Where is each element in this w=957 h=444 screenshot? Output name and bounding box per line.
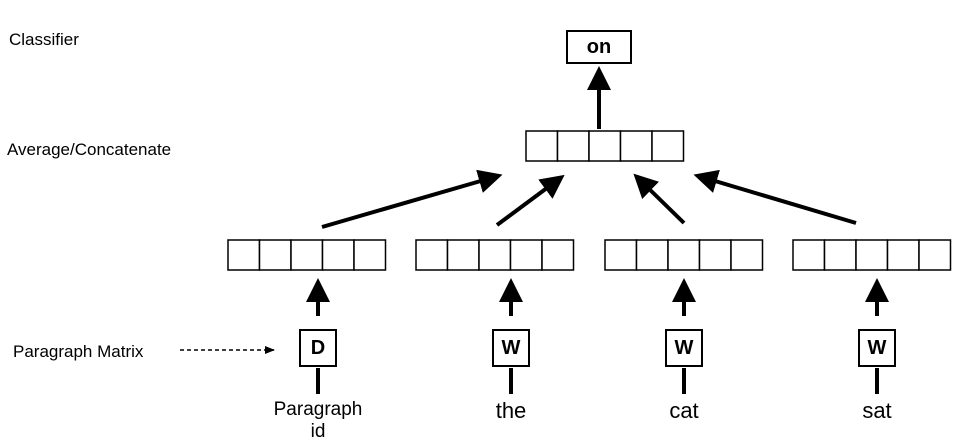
- matrix-letter: W: [674, 336, 694, 359]
- output-word-box: on: [566, 30, 632, 64]
- arrow-cat-to-average: [633, 173, 686, 225]
- word-vector-cat: [604, 239, 764, 271]
- average-concatenate-label: Average/Concatenate: [7, 140, 172, 159]
- arrow-sat-to-average: [693, 169, 857, 225]
- classifier-label: Classifier: [9, 30, 79, 49]
- matrix-letter: D: [310, 336, 326, 359]
- input-word-line1: Paragraph: [273, 399, 363, 420]
- word-matrix-box-sat: W: [858, 329, 896, 367]
- word-vector-the: [415, 239, 575, 271]
- output-word: on: [586, 35, 612, 58]
- paragraph-vector: [227, 239, 387, 271]
- paragraph-matrix-box: D: [299, 329, 337, 367]
- word-matrix-box-cat: W: [665, 329, 703, 367]
- input-word-cat: cat: [669, 398, 699, 423]
- arrow-paragraph-to-average: [321, 169, 503, 229]
- average-vector: [525, 130, 685, 162]
- matrix-letter: W: [867, 336, 887, 359]
- paragraph-matrix-label: Paragraph Matrix: [13, 342, 144, 361]
- word-matrix-box-the: W: [492, 329, 530, 367]
- input-word-sat: sat: [862, 398, 892, 423]
- word-vector-sat: [792, 239, 952, 271]
- input-word-paragraph-id: Paragraph id: [258, 399, 378, 443]
- matrix-letter: W: [501, 336, 521, 359]
- input-word-the: the: [495, 398, 527, 423]
- arrow-the-to-average: [495, 174, 565, 227]
- input-word-line2: id: [310, 421, 326, 442]
